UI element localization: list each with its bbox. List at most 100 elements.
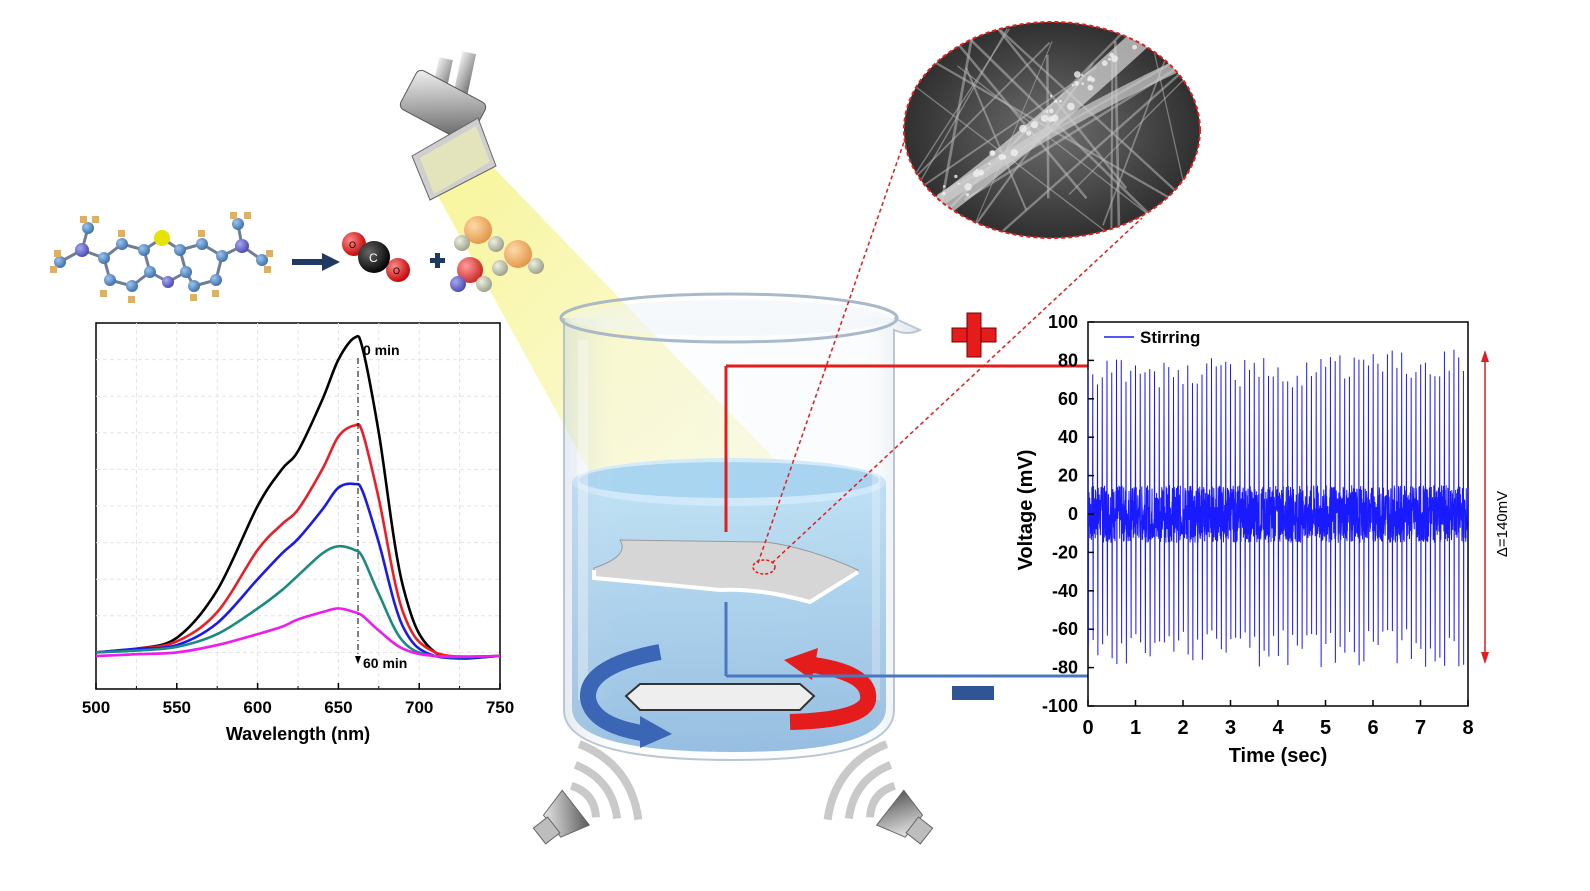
sem-particle: [942, 191, 946, 196]
uv-tick-label: 550: [163, 698, 191, 717]
sem-particle: [989, 150, 996, 157]
sem-particle: [1151, 30, 1158, 37]
voltage-trace: [1087, 349, 1469, 668]
uv-tick-label: 700: [405, 698, 433, 717]
rotation-arrows-icon: [580, 644, 877, 748]
uv-tick-label: 750: [486, 698, 514, 717]
voltage-x-tick-label: 0: [1082, 717, 1093, 739]
sem-particle: [1048, 108, 1054, 114]
voltage-y-tick-label: 40: [1058, 427, 1078, 447]
sem-fiber: [965, 67, 1028, 211]
sem-particle: [1049, 94, 1053, 98]
voltage-y-tick-label: 60: [1058, 389, 1078, 409]
sem-fiber: [991, 22, 1199, 212]
voltage-x-tick-label: 6: [1367, 717, 1378, 739]
voltage-y-tick-label: 20: [1058, 466, 1078, 486]
sem-particle: [988, 162, 991, 166]
voltage-x-tick-label: 5: [1320, 717, 1331, 739]
sem-fiber-thick: [936, 54, 1193, 205]
voltage-y-tick-label: -100: [1042, 696, 1078, 716]
sem-particle: [1030, 121, 1039, 129]
sem-particle: [1073, 71, 1081, 78]
sem-particle: [1054, 99, 1058, 103]
sem-particle: [1101, 60, 1108, 66]
uv-tick-label: 650: [324, 698, 352, 717]
voltage-x-tick-label: 3: [1225, 717, 1236, 739]
co2-o-label: O: [349, 240, 356, 250]
speaker-right-icon: [823, 740, 934, 845]
voltage-y-tick-label: 80: [1058, 350, 1078, 370]
sem-particle: [1087, 78, 1091, 82]
plus-icon: [430, 253, 445, 268]
lamp-icon: [399, 51, 497, 201]
h2o-molecules: [450, 216, 544, 292]
negative-terminal-icon: [952, 686, 994, 700]
stir-bar: [624, 683, 816, 711]
annotation-0-min: 0 min: [363, 342, 400, 358]
sem-particle: [940, 213, 944, 218]
sem-particle: [1081, 74, 1084, 77]
sem-particle: [1146, 43, 1149, 47]
sem-particle: [1129, 28, 1137, 36]
arrow-right-icon: [292, 253, 340, 271]
voltage-x-tick-label: 1: [1130, 717, 1141, 739]
sem-particle: [965, 193, 969, 197]
voltage-ylabel: Voltage (mV): [1015, 450, 1037, 571]
sem-particle: [1074, 81, 1079, 86]
sem-particle: [1067, 102, 1075, 111]
voltage-y-tick-label: -80: [1052, 658, 1078, 678]
sem-particle: [1071, 83, 1075, 87]
sem-particle: [972, 170, 980, 178]
sem-fiber: [934, 22, 1088, 200]
sem-particle: [1138, 28, 1144, 35]
zoom-line-right: [771, 217, 1143, 564]
co2-c-label: C: [369, 251, 378, 265]
sem-image-inset: [903, 21, 1201, 239]
sem-particle: [1040, 114, 1049, 122]
delta-label: Δ=140mV: [1494, 491, 1511, 557]
sem-particle: [957, 182, 960, 185]
sem-particle: [927, 214, 935, 223]
sem-particle: [1108, 57, 1111, 61]
sem-particle: [1058, 99, 1062, 103]
voltage-y-tick-label: 100: [1048, 312, 1078, 332]
uv-series-3: [95, 544, 501, 659]
co2-molecule: O O C: [342, 232, 410, 282]
speaker-left-icon: [532, 740, 643, 845]
voltage-x-tick-label: 4: [1272, 717, 1284, 739]
uv-series-4: [95, 607, 501, 658]
sem-particle: [954, 174, 958, 179]
sem-particle: [920, 228, 925, 233]
positive-terminal-icon: [951, 312, 997, 358]
voltage-y-tick-label: -40: [1052, 581, 1078, 601]
sem-particle: [1047, 116, 1054, 123]
sem-particle: [922, 214, 927, 219]
sem-fiber: [974, 41, 1053, 226]
sem-particle: [1045, 110, 1049, 113]
sem-particle: [1010, 149, 1018, 157]
uv-xlabel: Wavelength (nm): [226, 724, 370, 744]
sem-particle: [914, 217, 920, 222]
uv-series-0: [95, 334, 501, 660]
sem-fiber: [1110, 56, 1114, 230]
annotation-60-min: 60 min: [363, 655, 407, 671]
voltage-x-tick-label: 2: [1177, 717, 1188, 739]
sem-particle: [942, 185, 946, 188]
sem-particle: [909, 215, 915, 222]
voltage-y-tick-label: -60: [1052, 619, 1078, 639]
zoom-line-left: [757, 141, 905, 564]
voltage-x-tick-label: 8: [1462, 717, 1473, 739]
sem-fiber: [904, 66, 1098, 202]
sem-particle: [928, 219, 937, 227]
sem-particle: [917, 214, 925, 222]
sem-particle: [1019, 124, 1028, 133]
sem-particle: [975, 168, 979, 172]
uv-tick-label: 500: [82, 698, 110, 717]
sem-particle: [1026, 130, 1032, 136]
sem-particle: [1111, 55, 1119, 63]
co2-o2-label: O: [393, 266, 400, 276]
sem-fiber: [1002, 52, 1200, 232]
